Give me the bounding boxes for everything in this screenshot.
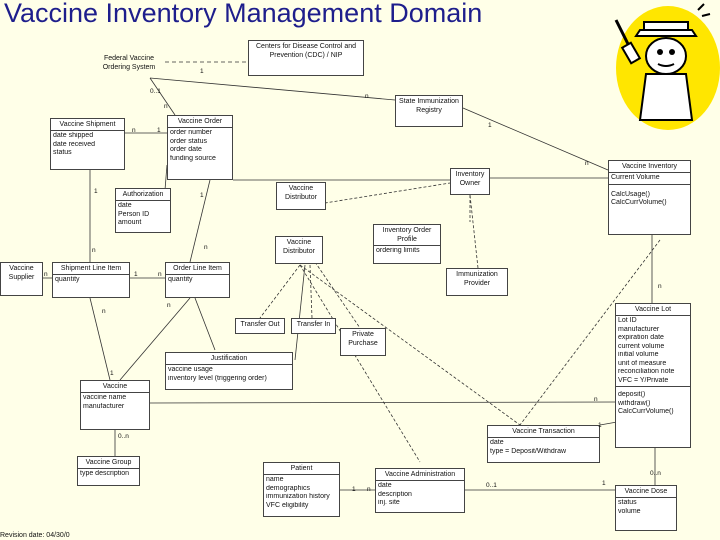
orderline-justification-link [194, 297, 216, 351]
multiplicity-label: n [158, 271, 162, 278]
multiplicity-label: 1 [602, 480, 606, 487]
multiplicity-label: n [365, 93, 369, 100]
multiplicity-label: 1 [598, 422, 602, 429]
multiplicity-label: n [44, 271, 48, 278]
order-line-item-class: Order Line Item quantity [165, 262, 230, 298]
multiplicity-label: 1 [200, 192, 204, 199]
multiplicity-label: 0..n [118, 433, 129, 440]
justification-distributor-link [294, 264, 306, 361]
justification-class: Justification vaccine usage inventory le… [165, 352, 293, 390]
multiplicity-label: n [167, 302, 171, 309]
multiplicity-label: n [594, 396, 598, 403]
vaccine-lot-link [149, 401, 618, 404]
multiplicity-label: 1 [488, 122, 492, 129]
multiplicity-label: n [164, 103, 168, 110]
multiplicity-label: 0..1 [486, 482, 497, 489]
transfer-in-class: Transfer In [291, 318, 336, 334]
vaccine-shipment-class: Vaccine Shipment date shipped date recei… [50, 118, 125, 170]
orderline-vaccine-link [119, 297, 191, 381]
multiplicity-label: n [204, 244, 208, 251]
multiplicity-label: n [585, 160, 589, 167]
multiplicity-label: 1 [200, 68, 204, 75]
vaccine-class: Vaccine vaccine name manufacturer [80, 380, 150, 430]
order-orderline-link [189, 179, 211, 263]
patient-class: Patient name demographics immunization h… [263, 462, 340, 517]
federal-registry-link [149, 77, 396, 101]
vaccine-inventory-class: Vaccine Inventory Current Volume CalcUsa… [608, 160, 691, 235]
vaccine-order-class: Vaccine Order order number order status … [167, 115, 233, 180]
registry-inventory-link [462, 107, 609, 171]
multiplicity-label: 1 [157, 127, 161, 134]
multiplicity-label: 1 [94, 188, 98, 195]
shipline-vaccine-link [89, 297, 111, 381]
revision-date-footer: Revision date: 04/30/0 [0, 532, 70, 539]
authorization-class: Authorization date Person ID amount [115, 188, 171, 233]
multiplicity-label: 1 [110, 370, 114, 377]
vaccine-dose-class: Vaccine Dose status volume [615, 485, 677, 531]
page-title: Vaccine Inventory Management Domain [4, 0, 483, 28]
vaccine-lot-class: Vaccine Lot Lot ID manufacturer expirati… [615, 303, 691, 448]
transferout-gen [259, 264, 301, 319]
multiplicity-label: n [102, 308, 106, 315]
vaccine-administration-class: Vaccine Administration date description … [375, 468, 465, 513]
vaccine-transaction-class: Vaccine Transaction date type = Deposit/… [487, 425, 600, 463]
detective-cartoon-icon [614, 3, 720, 130]
multiplicity-label: 1 [352, 486, 356, 493]
privatepurchase-gen [314, 261, 361, 329]
order-authorization-link [164, 164, 168, 191]
multiplicity-label: 0..n [650, 470, 661, 477]
vaccine-group-class: Vaccine Group type description [77, 456, 140, 486]
multiplicity-label: n [92, 247, 96, 254]
distributor-transaction-link [299, 264, 521, 426]
multiplicity-label: 0..1 [150, 88, 161, 95]
multiplicity-label: n [132, 127, 136, 134]
transferin-gen [309, 264, 313, 319]
provider-owner-gen [469, 194, 479, 269]
multiplicity-label: n [367, 486, 371, 493]
shipment-line-item-class: Shipment Line Item quantity [52, 262, 130, 298]
multiplicity-label: n [658, 283, 662, 290]
multiplicity-label: 1 [134, 271, 138, 278]
inventory-transaction-link [519, 239, 661, 426]
transfer-out-class: Transfer Out [235, 318, 285, 334]
admin-gen [299, 264, 421, 463]
lot-transaction-link [599, 421, 618, 426]
federal-order-link [149, 77, 176, 116]
